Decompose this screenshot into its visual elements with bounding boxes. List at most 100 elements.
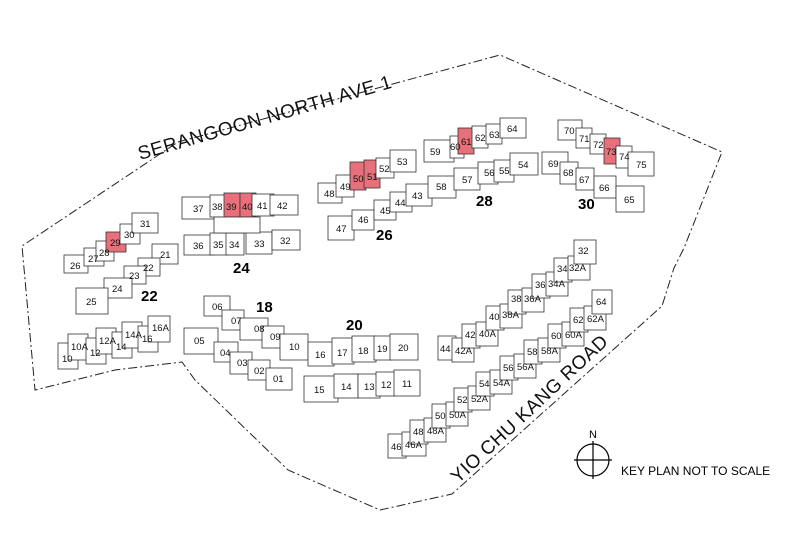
unit-75[interactable]	[627, 151, 655, 177]
unit-p64[interactable]	[591, 289, 613, 315]
unit-label-68: 68	[563, 168, 574, 179]
unit-label-60: 60	[450, 142, 461, 153]
unit-label-01: 01	[273, 374, 284, 385]
unit-label-23: 23	[129, 271, 140, 282]
terrace-row-west: 10 10A 12 12A 14 14A 16 16A	[57, 315, 171, 370]
unit-25[interactable]	[75, 287, 109, 315]
block-label-30: 30	[578, 196, 595, 213]
unit-label-06: 06	[212, 302, 223, 313]
unit-label-m32: 32	[578, 246, 589, 257]
unit-65[interactable]	[615, 185, 645, 213]
unit-label-p54: 54	[479, 379, 490, 390]
unit-11[interactable]	[393, 369, 421, 397]
unit-label-67: 67	[579, 175, 590, 186]
unit-label-70: 70	[564, 126, 575, 137]
unit-label-w10A: 10A	[71, 342, 89, 353]
unit-label-55: 55	[499, 166, 510, 177]
unit-label-41: 41	[257, 201, 268, 212]
unit-label-09: 09	[270, 332, 281, 343]
unit-01[interactable]	[265, 367, 293, 391]
unit-label-22: 22	[143, 263, 154, 274]
unit-31[interactable]	[131, 212, 159, 234]
unit-label-p56A: 56A	[517, 362, 535, 373]
unit-53[interactable]	[389, 149, 417, 173]
block-22: 26 27 28 29 30 31 21 22 23 24 25 22	[63, 212, 179, 315]
unit-label-66: 66	[599, 183, 610, 194]
unit-label-69: 69	[548, 159, 559, 170]
unit-label-59: 59	[430, 147, 441, 158]
unit-label-p60: 60	[551, 331, 562, 342]
unit-label-72: 72	[593, 140, 604, 151]
unit-label-m38A: 38A	[502, 310, 520, 321]
unit-20[interactable]	[389, 333, 419, 361]
unit-w16A[interactable]	[147, 315, 171, 343]
unit-42[interactable]	[269, 194, 299, 216]
unit-label-42: 42	[277, 201, 288, 212]
unit-label-57: 57	[462, 175, 473, 186]
unit-label-28: 28	[99, 248, 110, 259]
unit-label-p64: 64	[596, 297, 607, 308]
unit-label-p48A: 48A	[427, 426, 445, 437]
unit-label-58: 58	[436, 182, 447, 193]
unit-label-p48: 48	[413, 427, 424, 438]
block-label-20: 20	[346, 317, 363, 334]
unit-label-p54A: 54A	[493, 378, 511, 389]
unit-label-50: 50	[353, 174, 364, 185]
unit-05[interactable]	[183, 327, 219, 355]
unit-16[interactable]	[307, 341, 335, 367]
unit-label-07: 07	[231, 316, 242, 327]
unit-label-m40A: 40A	[479, 329, 497, 340]
site-boundary	[21, 54, 723, 511]
unit-label-w16A: 16A	[152, 323, 170, 334]
unit-label-p50A: 50A	[449, 410, 467, 421]
unit-label-w14A: 14A	[125, 330, 143, 341]
block-label-18: 18	[256, 299, 273, 316]
unit-label-w12A: 12A	[99, 336, 117, 347]
unit-label-11: 11	[402, 379, 412, 390]
unit-label-17: 17	[337, 348, 348, 359]
unit-label-62: 62	[475, 133, 486, 144]
unit-label-m34: 34	[557, 264, 568, 275]
unit-label-w16: 16	[142, 334, 153, 345]
unit-label-36: 36	[193, 241, 204, 252]
unit-label-m34A: 34A	[548, 279, 566, 290]
unit-14[interactable]	[333, 373, 359, 399]
unit-label-39: 39	[226, 202, 237, 213]
unit-m32[interactable]	[573, 239, 597, 265]
road-label-serangoon: SERANGOON NORTH AVE 1	[136, 72, 395, 165]
unit-32[interactable]	[271, 229, 301, 251]
unit-label-20: 20	[398, 343, 409, 354]
key-plan-note: KEY PLAN NOT TO SCALE	[621, 464, 770, 478]
unit-label-24: 24	[112, 284, 123, 295]
unit-label-43: 43	[412, 191, 423, 202]
unit-label-38: 38	[212, 202, 223, 213]
unit-label-p58: 58	[527, 347, 538, 358]
block-30: 70 71 72 73 74 75 69 68 67 66 65 30	[541, 119, 655, 213]
unit-label-47: 47	[336, 224, 347, 235]
unit-label-27: 27	[88, 254, 99, 265]
unit-15[interactable]	[303, 375, 339, 403]
block-28: 59 60 61 62 63 64 58 57 56 55 54 28	[423, 117, 539, 210]
unit-label-p50: 50	[435, 411, 446, 422]
unit-64[interactable]	[499, 117, 527, 139]
unit-label-37: 37	[193, 204, 204, 215]
unit-label-40: 40	[242, 202, 253, 213]
block-label-26: 26	[376, 227, 393, 244]
unit-label-31: 31	[140, 219, 151, 230]
unit-54[interactable]	[509, 152, 539, 176]
unit-label-m40: 40	[489, 312, 500, 323]
unit-47[interactable]	[327, 215, 355, 241]
unit-label-p52A: 52A	[471, 394, 489, 405]
unit-label-34: 34	[229, 240, 240, 251]
unit-label-74: 74	[619, 152, 630, 163]
unit-label-m36: 36	[535, 280, 546, 291]
unit-label-03: 03	[237, 358, 248, 369]
unit-label-p60A: 60A	[565, 330, 583, 341]
unit-label-44: 44	[395, 198, 406, 209]
unit-label-54: 54	[518, 160, 529, 171]
unit-label-64: 64	[507, 124, 518, 135]
block-18: 06 07 08 09 10 05 04 03 02 01 18	[183, 295, 309, 391]
unit-label-04: 04	[220, 348, 231, 359]
block-26: 48 49 50 51 52 53 47 46 45 44 43 26	[317, 149, 433, 244]
unit-label-21: 21	[160, 250, 171, 261]
